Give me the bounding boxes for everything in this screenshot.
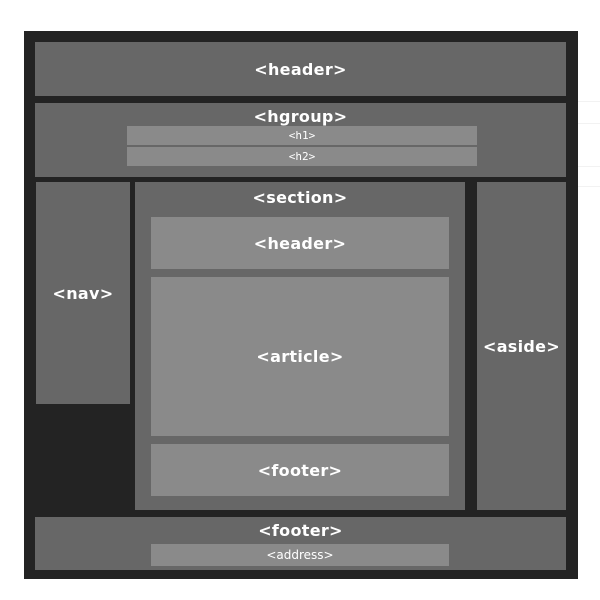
h2-label: <h2> — [288, 150, 316, 163]
section-block: <section> <header> <article> <footer> — [135, 182, 465, 510]
h1-label: <h1> — [288, 129, 316, 142]
section-header-label: <header> — [253, 233, 347, 253]
aside-block: <aside> — [477, 182, 566, 510]
article-block: <article> — [151, 277, 449, 436]
page-footer-label: <footer> — [258, 521, 343, 540]
page-header-block: <header> — [35, 42, 566, 96]
nav-block: <nav> — [36, 182, 130, 404]
guide-line — [577, 123, 600, 124]
address-label: <address> — [266, 548, 334, 562]
nav-label: <nav> — [52, 283, 114, 303]
article-label: <article> — [256, 347, 344, 366]
address-block: <address> — [151, 544, 449, 566]
guide-line — [577, 101, 600, 102]
page-header-label: <header> — [254, 59, 347, 79]
aside-label: <aside> — [482, 336, 561, 356]
section-header-block: <header> — [151, 217, 449, 269]
guide-line — [577, 166, 600, 167]
section-footer-block: <footer> — [151, 444, 449, 496]
hgroup-label: <hgroup> — [253, 107, 348, 126]
guide-line — [577, 186, 600, 187]
h1-block: <h1> — [127, 126, 477, 145]
section-footer-label: <footer> — [257, 460, 343, 480]
section-label: <section> — [252, 188, 348, 207]
page-footer-block: <footer> <address> — [35, 517, 566, 570]
h2-block: <h2> — [127, 147, 477, 166]
page-container: <header> <hgroup> <h1> <h2> <nav> <secti… — [24, 31, 578, 579]
